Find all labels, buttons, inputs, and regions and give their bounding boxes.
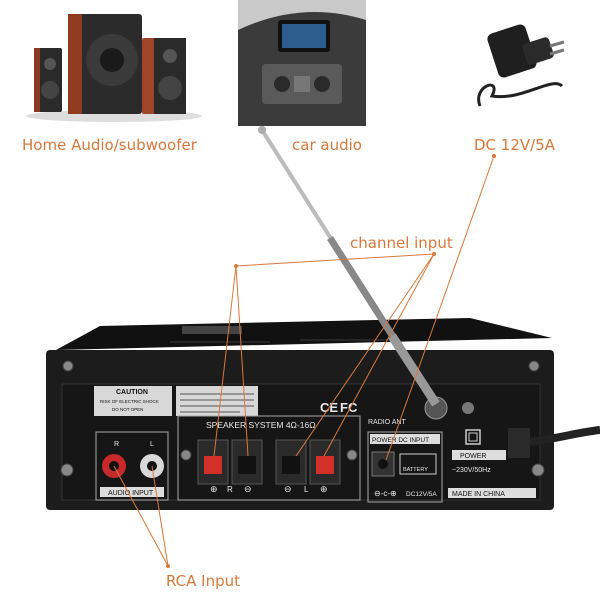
screw-icon [531, 463, 545, 477]
car-audio-caption: car audio [292, 136, 362, 154]
rca-r-label: R [114, 441, 119, 448]
speaker-terminals [197, 439, 341, 485]
speaker-system-block [177, 415, 361, 501]
svg-text:⊕: ⊕ [320, 484, 328, 494]
svg-text:⊖-c-⊕: ⊖-c-⊕ [374, 489, 397, 498]
power-cable-plug [508, 428, 530, 458]
power-label: POWER [460, 453, 486, 460]
double-insulation-icon [465, 429, 481, 445]
channel-input-caption: channel input [350, 234, 453, 252]
radio-ant-label: RADIO ANT [368, 419, 406, 426]
power-dc-block [367, 431, 443, 503]
caution-label [94, 386, 172, 416]
speaker-system-label: SPEAKER SYSTEM 4Ω-16Ω [206, 420, 316, 430]
dc-power-caption: DC 12V/5A [474, 136, 555, 154]
rca-l-label: L [150, 441, 154, 448]
terminal-red-right-plus[interactable] [204, 456, 222, 474]
screw-icon [528, 360, 540, 372]
caution-text-1: RISK OF ELECTRIC SHOCK [100, 399, 159, 404]
svg-text:⊖: ⊖ [244, 484, 252, 494]
battery-label: BATTERY [403, 467, 428, 473]
terminal-red-left-plus[interactable] [316, 456, 334, 474]
screw-icon [60, 463, 74, 477]
terminal-r-label: R [227, 485, 233, 494]
svg-text:⊖: ⊖ [284, 484, 292, 494]
home-audio-photo [14, 0, 210, 126]
dc12v-label: DC12V/5A [406, 491, 437, 498]
screw-icon [462, 402, 474, 414]
made-in-china-label: MADE IN CHINA [452, 491, 505, 498]
screw-icon [180, 449, 192, 461]
caution-text-2: DO NOT OPEN [112, 407, 143, 412]
svg-text:⊕: ⊕ [210, 484, 218, 494]
home-audio-caption: Home Audio/subwoofer [22, 136, 197, 154]
car-audio-photo [238, 0, 366, 126]
caution-title: CAUTION [116, 389, 148, 396]
power-rating-label: ~230V/50Hz [452, 467, 491, 474]
screw-icon [346, 449, 358, 461]
terminal-black-right-minus[interactable] [238, 456, 256, 474]
rca-input-caption: RCA Input [166, 572, 241, 590]
screw-icon [62, 360, 74, 372]
audio-input-label: AUDIO INPUT [108, 490, 154, 497]
terminal-black-left-minus[interactable] [282, 456, 300, 474]
fc-mark: FC [340, 400, 358, 415]
terminal-l-label: L [304, 485, 309, 494]
power-dc-input-label: POWER DC INPUT [372, 437, 429, 444]
dc-adapter-photo [462, 6, 584, 116]
annotation-lines [113, 155, 495, 567]
